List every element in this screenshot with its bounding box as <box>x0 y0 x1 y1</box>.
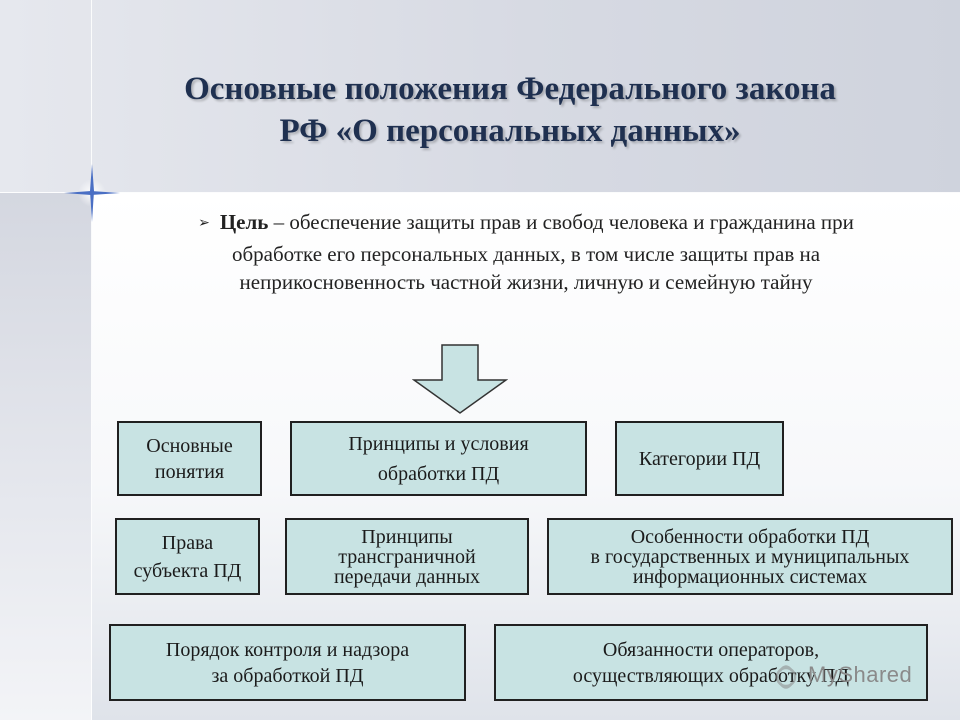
horizontal-divider <box>0 192 960 193</box>
goal-label: Цель <box>219 210 269 234</box>
goal-paragraph: ➢ Цель – обеспечение защиты прав и свобод… <box>176 208 876 296</box>
box-cross-border-label: Принципы трансграничной передачи данных <box>333 525 481 588</box>
box-operators-label: Обязанности операторов, осуществляющих о… <box>572 638 850 687</box>
vertical-divider <box>91 0 92 720</box>
box-principles-conditions-label: Принципы и условия обработки ПД <box>348 432 529 485</box>
arrow-bullet-icon: ➢ <box>198 216 210 231</box>
box-basic-concepts-label: Основные понятия <box>146 434 233 483</box>
box-principles-conditions: Принципы и условия обработки ПД <box>290 421 587 496</box>
left-band <box>0 193 92 720</box>
box-cross-border: Принципы трансграничной передачи данных <box>285 518 529 595</box>
box-control: Порядок контроля и надзора за обработкой… <box>109 624 466 701</box>
myshared-logo-icon <box>775 665 797 689</box>
box-control-label: Порядок контроля и надзора за обработкой… <box>165 638 410 687</box>
box-subject-rights-label: Права субъекта ПД <box>133 531 242 582</box>
sparkle-star-icon <box>64 164 120 222</box>
title-line-1: Основные положения Федерального закона <box>184 71 836 107</box>
box-categories-label: Категории ПД <box>638 447 761 470</box>
box-state-systems-label: Особенности обработки ПД в государственн… <box>590 525 910 588</box>
box-state-systems: Особенности обработки ПД в государственн… <box>547 518 953 595</box>
goal-text: – обеспечение защиты прав и свобод челов… <box>231 210 854 294</box>
watermark-text: MyShared <box>808 662 913 687</box>
box-subject-rights: Права субъекта ПД <box>115 518 260 595</box>
title-line-2: РФ «О персональных данных» <box>279 113 741 149</box>
down-arrow-icon <box>412 344 508 414</box>
box-categories: Категории ПД <box>615 421 784 496</box>
box-operators: Обязанности операторов, осуществляющих о… <box>494 624 928 701</box>
header-band <box>0 0 960 193</box>
slide-title: Основные положения Федерального закона Р… <box>100 68 920 152</box>
box-basic-concepts: Основные понятия <box>117 421 262 496</box>
